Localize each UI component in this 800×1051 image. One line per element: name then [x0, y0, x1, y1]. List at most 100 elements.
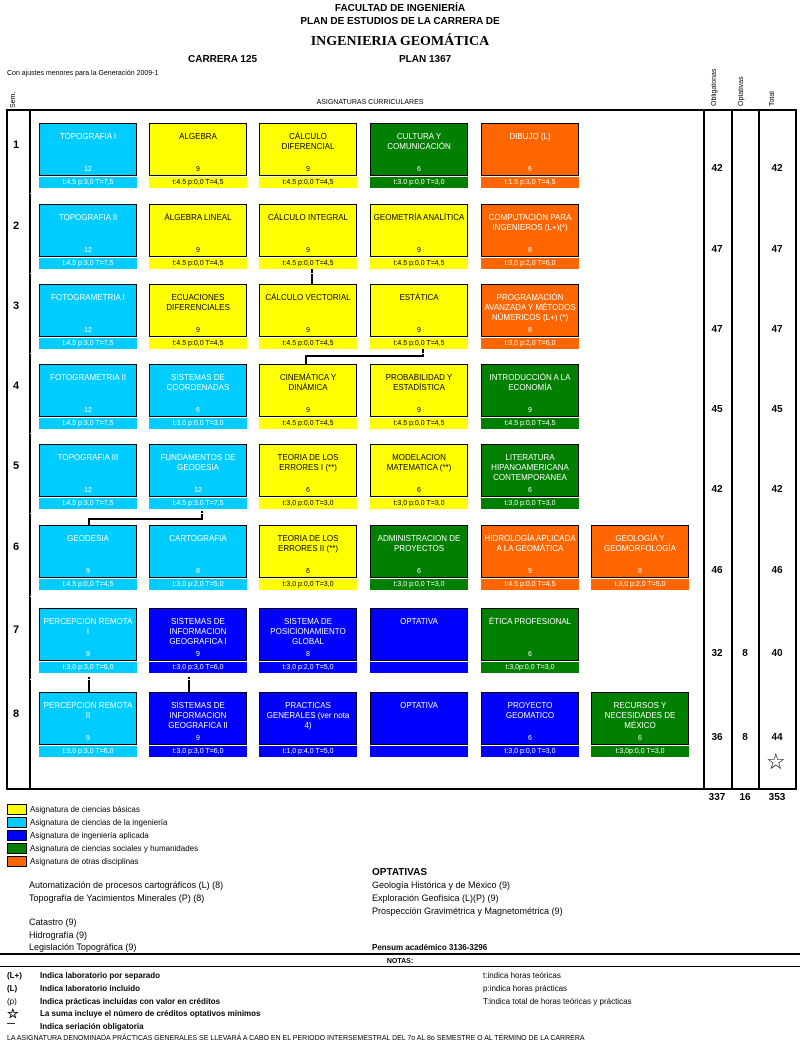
note-text: Indica laboratorio incluido [40, 984, 141, 993]
note-key: (L) [7, 984, 18, 993]
course-card[interactable]: PROGRAMACIÓN AVANZADA Y MÉTODOS NÚMERICO… [481, 284, 579, 337]
course-card[interactable]: MODELACION MATEMATICA (**)6 [370, 444, 468, 497]
course-hours: t:3,0 p:2,0 T=5,0 [259, 662, 357, 673]
plan-subtitle: PLAN DE ESTUDIOS DE LA CARRERA DE [300, 16, 500, 27]
course-hours [370, 746, 468, 757]
optativa-item: Catastro (9) [29, 917, 77, 927]
course-hours: t:4.5 p:0,0 T=4,5 [149, 258, 247, 269]
course-hours: t:3,0 p:0,0 T=3,0 [370, 579, 468, 590]
course-name: ADMINISTRACION DE PROYECTOS [377, 534, 461, 553]
course-card[interactable]: FUNDAMENTOS DE GEODESIA 12 [149, 444, 247, 497]
course-name: FUNDAMENTOS DE GEODESIA [160, 453, 236, 472]
course-hours: t:3,0 p:0,0 T=3,0 [149, 418, 247, 429]
course-card[interactable]: OPTATIVA [370, 692, 468, 745]
semester-number: 8 [12, 708, 20, 720]
course-hours: t:3,0 p:0,0 T=3,0 [259, 579, 357, 590]
optativa-item: Legislación Topográfica (9) [29, 942, 137, 952]
course-credits: 9 [306, 166, 310, 173]
semester-oblig-credits: 47 [711, 324, 723, 335]
course-name: CULTURA Y COMUNICACIÓN [387, 132, 451, 151]
course-card[interactable]: PRACTICAS GENERALES (ver nota 4) [259, 692, 357, 745]
course-hours: t:3,0 p:3,0 T=6,0 [39, 746, 137, 757]
course-credits: 12 [194, 487, 202, 494]
asignaturas-header: ASIGNATURAS CURRICULARES [316, 99, 424, 106]
course-card[interactable]: CARTOGRAFIA 8 [149, 525, 247, 578]
course-name: SISTEMA DE POSICIONAMIENTO GLOBAL [270, 617, 346, 646]
course-name: INTRODUCCIÓN A LA ECONOMÍA [489, 373, 571, 392]
semester-number: 4 [12, 380, 20, 392]
course-card[interactable]: FOTOGRAMETRIA I 12 [39, 284, 137, 337]
course-name: CARTOGRAFIA [169, 534, 227, 543]
course-card[interactable]: COMPUTACIÓN PARA INGENIEROS (L+)(*)8 [481, 204, 579, 257]
course-card[interactable]: TEORIA DE LOS ERRORES I (**)6 [259, 444, 357, 497]
course-card[interactable]: TEORIA DE LOS ERRORES II (**)6 [259, 525, 357, 578]
note-key: (L+) [7, 971, 22, 980]
row-spacer [30, 273, 703, 274]
course-credits: 8 [196, 568, 200, 575]
course-hours: t:4.5 p:3,0 T=7,5 [39, 177, 137, 188]
course-credits: 8 [638, 568, 642, 575]
total-opt: 16 [739, 792, 751, 803]
total-column-divider [758, 109, 760, 790]
course-hours: t:3,0p:0,0 T=3,0 [481, 662, 579, 673]
legend-label: Asignatura de ciencias de la ingeniería [30, 818, 168, 827]
course-name: FOTOGRAMETRIA I [51, 293, 125, 302]
course-name: TEORIA DE LOS ERRORES II (**) [277, 534, 339, 553]
course-hours: t:1,0 p:4,0 T=5,0 [259, 746, 357, 757]
course-hours: t:4.5 p:0,0 T=4,5 [149, 177, 247, 188]
semester-number: 2 [12, 220, 20, 232]
opt-column-divider [731, 109, 733, 790]
course-hours: t:3,0 p:0,0 T=3,0 [370, 498, 468, 509]
legend-swatch [7, 843, 27, 854]
course-name: PROYECTO GEOMATICO [505, 701, 555, 720]
star-icon: ☆ [766, 749, 786, 774]
course-credits: 12 [84, 487, 92, 494]
course-credits: 12 [84, 327, 92, 334]
course-name: SISTEMAS DE INFORMACION GEOGRAFICA I [169, 617, 227, 646]
legend-label: Asignatura de ciencias sociales y humani… [30, 844, 199, 853]
notas-divider-2 [0, 966, 800, 967]
note-hours: T:indica total de horas teóricas y práct… [483, 997, 632, 1006]
course-name: PROBABILIDAD Y ESTADÍSTICA [385, 373, 453, 392]
course-card[interactable]: OPTATIVA [370, 608, 468, 661]
course-credits: 9 [86, 568, 90, 575]
semester-number: 5 [12, 460, 20, 472]
course-credits: 9 [306, 247, 310, 254]
course-hours: t:4.5 p:0,0 T=4,5 [39, 579, 137, 590]
optativa-item: Exploración Geofísica (L)(P) (9) [372, 893, 499, 903]
course-name: COMPUTACIÓN PARA INGENIEROS (L+)(*) [488, 213, 572, 232]
course-card[interactable]: LITERATURA HIPANOAMERICANA CONTEMPORANEA… [481, 444, 579, 497]
course-hours: t:3,0 p:2,0 T=5,0 [591, 579, 689, 590]
course-hours: t:4.5 p:0,0 T=4,5 [149, 338, 247, 349]
course-card[interactable]: DIBUJO (L)6 [481, 123, 579, 176]
